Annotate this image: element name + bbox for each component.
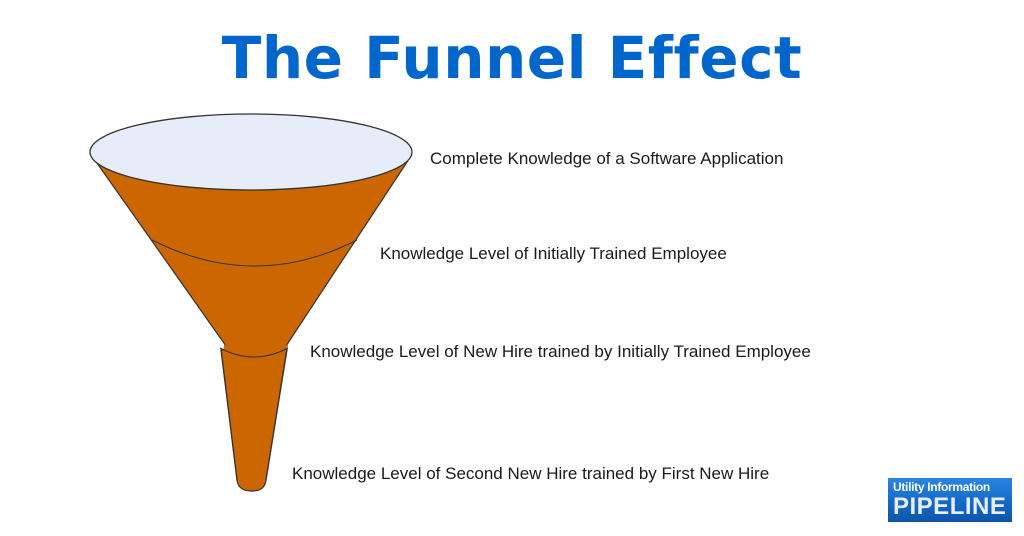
level-label-new-hire: Knowledge Level of New Hire trained by I… [310,342,811,361]
page-title: The Funnel Effect [221,24,803,92]
initial-level-line [151,239,358,267]
stem-rim [219,347,289,358]
level-label-complete: Complete Knowledge of a Software Applica… [430,149,784,168]
logo-line2: PIPELINE [893,493,1007,520]
logo-line1: Utility Information [893,480,990,494]
funnel-stem [220,349,288,492]
level-label-second-hire: Knowledge Level of Second New Hire train… [292,464,770,483]
funnel-opening [89,113,413,191]
level-label-initial: Knowledge Level of Initially Trained Emp… [380,244,727,263]
utility-information-pipeline-logo: Utility Information PIPELINE [888,478,1012,522]
